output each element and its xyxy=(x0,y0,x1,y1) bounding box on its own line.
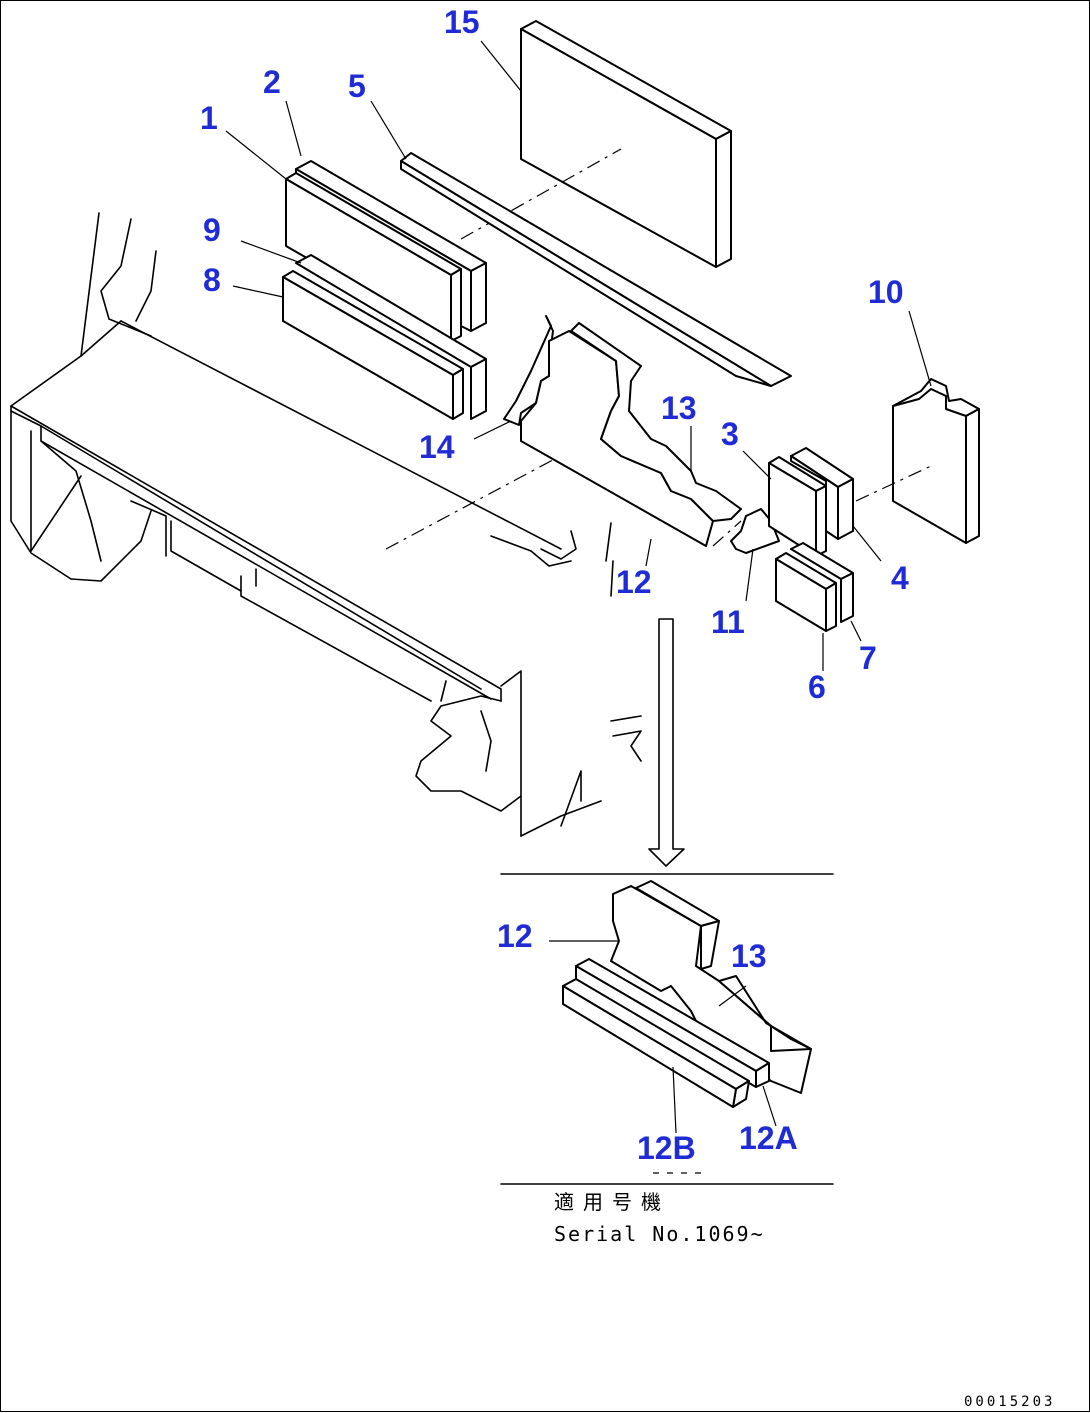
part-8-strip xyxy=(282,270,464,420)
callout-14: 14 xyxy=(419,429,455,465)
machine-frame xyxy=(10,212,642,837)
callout-12-detail: 12 xyxy=(497,918,533,954)
part-13-seal xyxy=(570,322,742,522)
callout-9: 9 xyxy=(203,212,221,248)
serial-note-japanese: 適用号機 xyxy=(554,1190,670,1214)
part-15-panel xyxy=(460,20,732,268)
serial-note: 適用号機 Serial No.1069~ xyxy=(554,1190,765,1246)
callout-12B: 12B xyxy=(637,1130,696,1166)
callout-labels: 15 2 5 1 9 8 10 13 3 14 4 12 11 7 6 12 1… xyxy=(200,4,909,1166)
callout-12: 12 xyxy=(616,564,652,600)
callout-13: 13 xyxy=(661,390,697,426)
callout-5: 5 xyxy=(348,68,366,104)
callout-7: 7 xyxy=(859,640,877,676)
callout-1: 1 xyxy=(200,100,218,136)
callout-12A: 12A xyxy=(739,1120,798,1156)
callout-8: 8 xyxy=(203,262,221,298)
view-arrow xyxy=(648,618,685,867)
callout-3: 3 xyxy=(721,416,739,452)
callout-13-detail: 13 xyxy=(731,938,767,974)
leader-lines xyxy=(225,40,932,671)
part-6-block xyxy=(775,552,837,632)
detail-frame xyxy=(500,873,834,1185)
callout-2: 2 xyxy=(263,64,281,100)
part-5-strip xyxy=(400,152,792,387)
part-9-strip xyxy=(295,254,487,420)
document-id: 00015203 xyxy=(964,1394,1055,1410)
part-10-panel xyxy=(855,378,980,544)
callout-11: 11 xyxy=(711,604,745,640)
part-7-block xyxy=(790,542,854,623)
part-1-strip xyxy=(285,172,462,342)
serial-note-english: Serial No.1069~ xyxy=(554,1222,765,1246)
callout-6: 6 xyxy=(808,669,826,705)
callout-15: 15 xyxy=(444,4,480,40)
callout-4: 4 xyxy=(891,560,909,596)
part-11-bracket xyxy=(712,508,780,554)
callout-10: 10 xyxy=(868,274,904,310)
